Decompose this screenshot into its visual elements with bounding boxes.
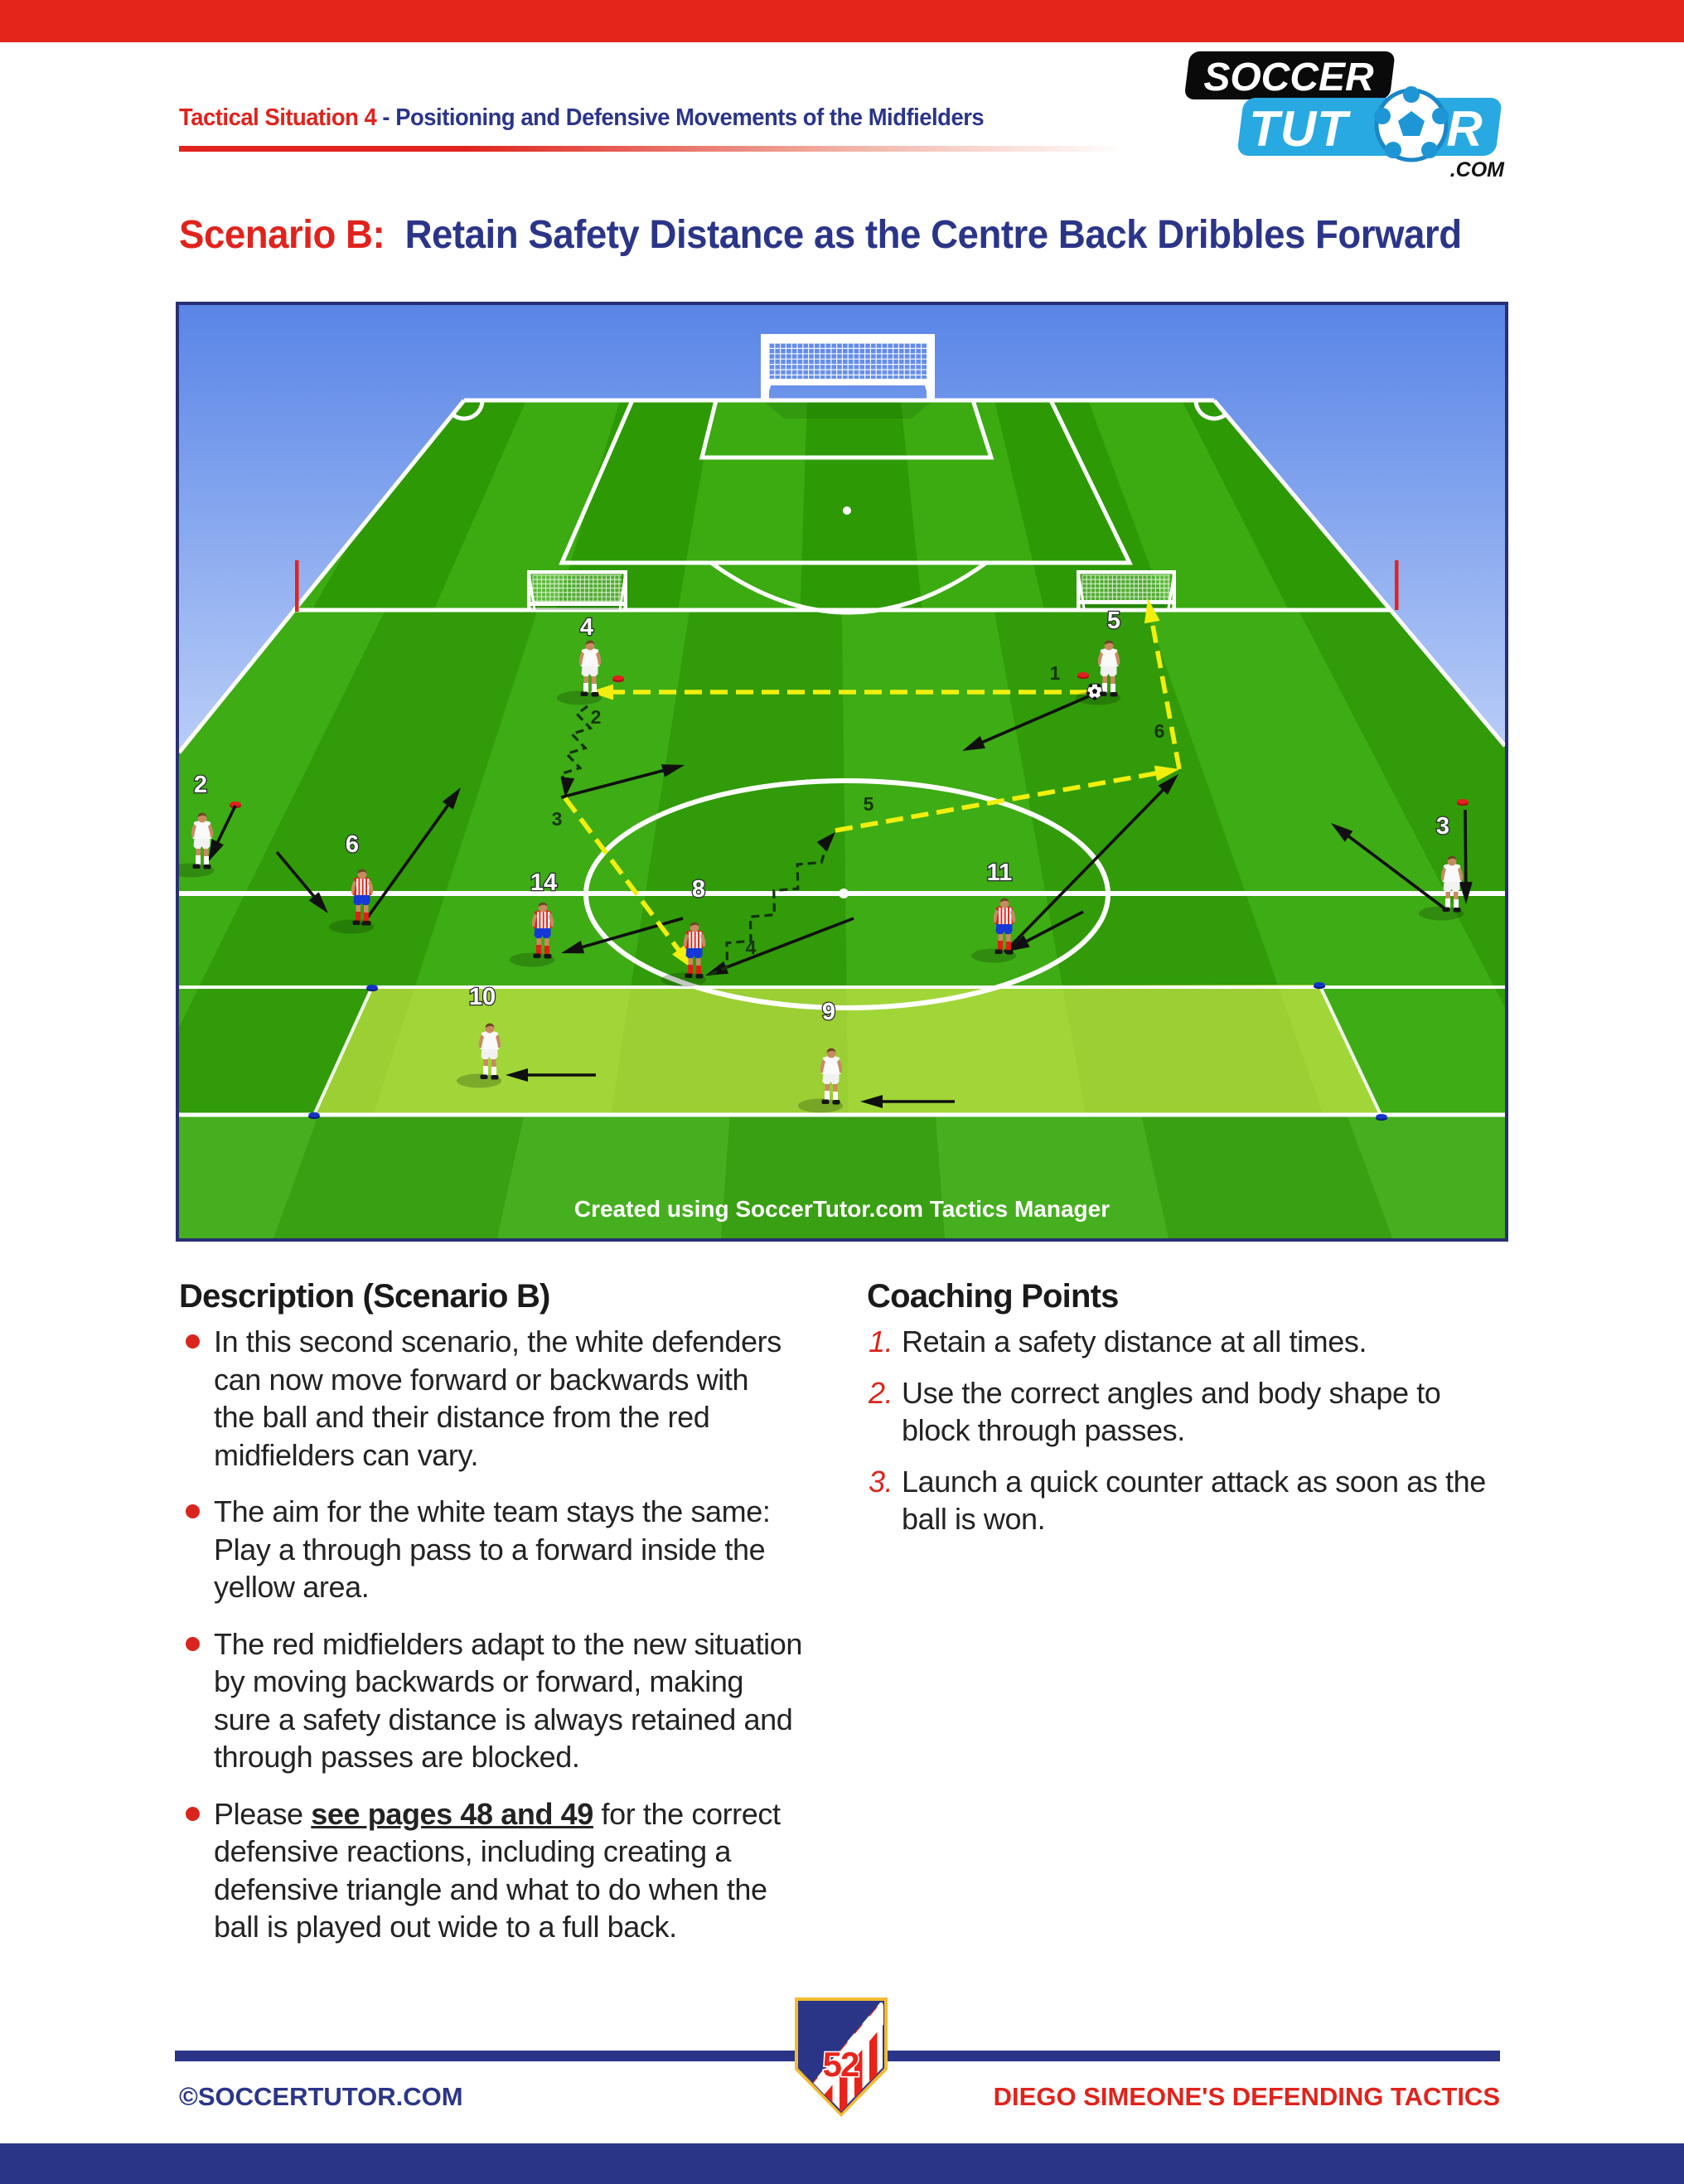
svg-text:SOCCER: SOCCER (1203, 56, 1374, 99)
svg-text:1: 1 (1050, 662, 1061, 684)
svg-text:14: 14 (530, 869, 557, 896)
svg-text:Created using SoccerTutor.com: Created using SoccerTutor.com Tactics Ma… (574, 1196, 1110, 1222)
svg-text:4: 4 (746, 937, 757, 958)
svg-text:6: 6 (1154, 720, 1165, 742)
svg-text:11: 11 (987, 860, 1013, 886)
svg-text:3: 3 (552, 808, 563, 830)
svg-text:5: 5 (864, 793, 874, 815)
svg-text:.COM: .COM (1450, 158, 1505, 182)
svg-text:8: 8 (692, 876, 705, 903)
svg-text:TUT: TUT (1249, 101, 1351, 157)
svg-text:5: 5 (1107, 608, 1120, 634)
svg-text:R: R (1446, 101, 1482, 157)
svg-text:52: 52 (823, 2045, 859, 2084)
svg-text:2: 2 (194, 772, 207, 798)
svg-text:3: 3 (1436, 813, 1449, 840)
svg-text:10: 10 (469, 984, 496, 1010)
svg-text:4: 4 (580, 614, 593, 641)
svg-text:2: 2 (591, 706, 602, 728)
svg-text:9: 9 (822, 999, 835, 1025)
svg-text:6: 6 (346, 831, 359, 858)
